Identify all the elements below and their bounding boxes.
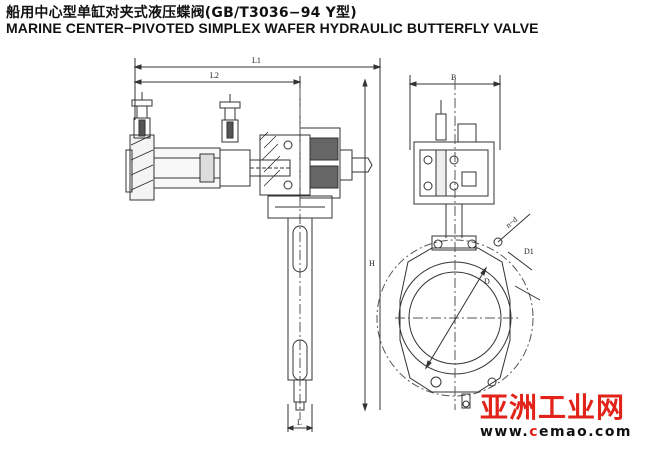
watermark-url-prefix: www.	[480, 424, 530, 440]
watermark-url: www.cemao.com	[480, 424, 632, 440]
watermark-url-suffix: emao.com	[539, 424, 633, 440]
dim-label-D1: D1	[524, 247, 534, 256]
dim-label-H: H	[369, 259, 375, 268]
title-english: MARINE CENTER−PIVOTED SIMPLEX WAFER HYDR…	[6, 20, 539, 36]
dim-label-B: B	[451, 73, 456, 82]
title-chinese: 船用中心型单缸对夹式液压蝶阀(GB/T3036−94 Y型)	[6, 5, 357, 21]
dim-label-D: D	[484, 277, 490, 286]
dim-label-L: L	[297, 418, 302, 427]
dim-label-L2: L2	[210, 71, 219, 80]
watermark-brand: 亚洲工业网	[480, 391, 626, 424]
dim-label-n-d: n−d	[504, 215, 519, 230]
dim-label-L1: L1	[252, 56, 261, 65]
watermark-url-mark: c	[529, 424, 540, 440]
